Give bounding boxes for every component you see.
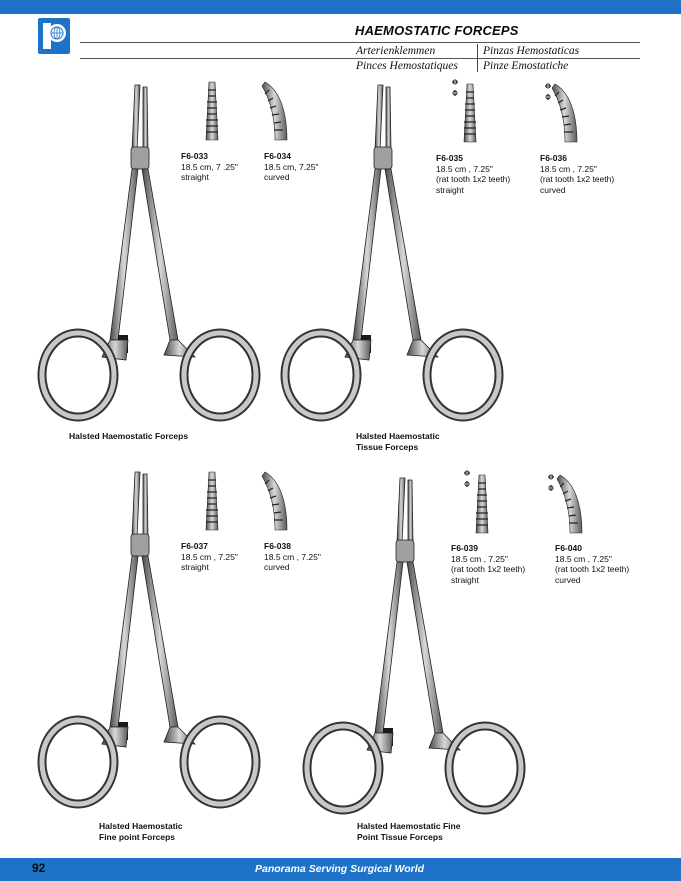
product-code: F6-035 <box>436 153 463 163</box>
product-note: (rat tooth 1x2 teeth) <box>451 564 526 574</box>
product-caption: F6-040 18.5 cm , 7.25" (rat tooth 1x2 te… <box>555 543 629 585</box>
instrument-label: Halsted Haemostatic Tissue Forceps <box>356 431 440 452</box>
globe-logo-icon <box>43 23 66 49</box>
product-note: (rat tooth 1x2 teeth) <box>540 174 615 184</box>
rat-tooth-icon-f6-036 <box>544 83 552 101</box>
product-type: straight <box>181 172 209 182</box>
rat-tooth-icon-f6-035 <box>451 79 459 97</box>
product-type: curved <box>264 172 290 182</box>
instrument-label-line: Halsted Haemostatic Fine <box>357 821 461 831</box>
rat-tooth-icon-f6-040 <box>547 474 555 492</box>
product-size: 18.5 cm , 7.25" <box>436 163 493 174</box>
product-size: 18.5 cm , 7.25" <box>451 553 508 564</box>
page-number: 92 <box>32 861 46 875</box>
product-type: curved <box>264 562 290 572</box>
product-caption: F6-037 18.5 cm , 7.25" straight <box>181 541 238 573</box>
top-banner <box>0 0 681 14</box>
title-french: Pinces Hemostatiques <box>356 60 458 72</box>
product-code: F6-033 <box>181 151 208 161</box>
product-type: curved <box>540 184 566 195</box>
product-size: 18.5 cm , 7.25" <box>555 553 612 564</box>
product-code: F6-038 <box>264 541 291 551</box>
product-caption: F6-036 18.5 cm , 7.25" (rat tooth 1x2 te… <box>540 153 614 195</box>
footer-tagline: Panorama Serving Surgical World <box>255 863 425 875</box>
tip-straight-f6-037 <box>205 471 219 531</box>
tip-curved-f6-038 <box>261 471 288 531</box>
panorama-logo <box>38 18 70 54</box>
instrument-label: Halsted Haemostatic Forceps <box>69 431 188 442</box>
tip-curved-f6-040 <box>556 474 583 534</box>
product-type: curved <box>555 574 581 585</box>
title-spanish: Pinzas Hemostaticas <box>483 45 580 57</box>
tip-straight-f6-035 <box>463 83 477 143</box>
page-title: HAEMOSTATIC FORCEPS <box>355 23 519 38</box>
header-rule <box>80 42 640 43</box>
forceps-drawing-1 <box>42 85 256 417</box>
title-italian: Pinze Emostatiche <box>483 60 569 72</box>
product-caption: F6-035 18.5 cm , 7.25" (rat tooth 1x2 te… <box>436 153 510 195</box>
tip-straight-f6-039 <box>475 474 489 534</box>
product-caption: F6-039 18.5 cm , 7.25" (rat tooth 1x2 te… <box>451 543 525 585</box>
product-caption: F6-038 18.5 cm , 7.25" curved <box>264 541 321 573</box>
product-size: 18.5 cm , 7.25" <box>540 163 597 174</box>
instrument-label-line: Halsted Haemostatic <box>99 821 183 831</box>
product-size: 18.5 cm , 7.25" <box>181 551 238 562</box>
tip-curved-f6-036 <box>551 83 578 143</box>
forceps-drawing-3 <box>42 472 256 804</box>
tip-curved-f6-034 <box>261 81 288 141</box>
instrument-label-line: Halsted Haemostatic <box>356 431 440 441</box>
product-size: 18.5 cm , 7.25" <box>264 551 321 562</box>
instrument-label-line: Fine point Forceps <box>99 831 176 842</box>
instrument-label-line: Halsted Haemostatic Forceps <box>69 431 189 441</box>
product-code: F6-039 <box>451 543 478 553</box>
forceps-drawing-4 <box>307 478 521 810</box>
rat-tooth-icon-f6-039 <box>463 470 471 488</box>
instrument-label: Halsted Haemostatic Fine point Forceps <box>99 821 183 842</box>
instrument-label-line: Tissue Forceps <box>356 441 419 452</box>
product-code: F6-037 <box>181 541 208 551</box>
product-code: F6-034 <box>264 151 291 161</box>
product-code: F6-040 <box>555 543 582 553</box>
product-note: (rat tooth 1x2 teeth) <box>555 564 630 574</box>
title-german: Arterienklemmen <box>356 45 436 57</box>
product-code: F6-036 <box>540 153 567 163</box>
instrument-label: Halsted Haemostatic Fine Point Tissue Fo… <box>357 821 460 842</box>
footer-banner <box>0 858 681 881</box>
instrument-label-line: Point Tissue Forceps <box>357 831 443 842</box>
header-subrule <box>80 58 640 59</box>
product-caption: F6-033 18.5 cm, 7 .25" straight <box>181 151 238 183</box>
product-type: straight <box>436 184 464 195</box>
product-size: 18.5 cm, 7 .25" <box>181 161 238 172</box>
product-type: straight <box>181 562 209 572</box>
product-note: (rat tooth 1x2 teeth) <box>436 174 511 184</box>
header-separator <box>477 44 478 72</box>
tip-straight-f6-033 <box>205 81 219 141</box>
product-type: straight <box>451 574 479 585</box>
product-size: 18.5 cm, 7.25" <box>264 161 319 172</box>
product-caption: F6-034 18.5 cm, 7.25" curved <box>264 151 319 183</box>
